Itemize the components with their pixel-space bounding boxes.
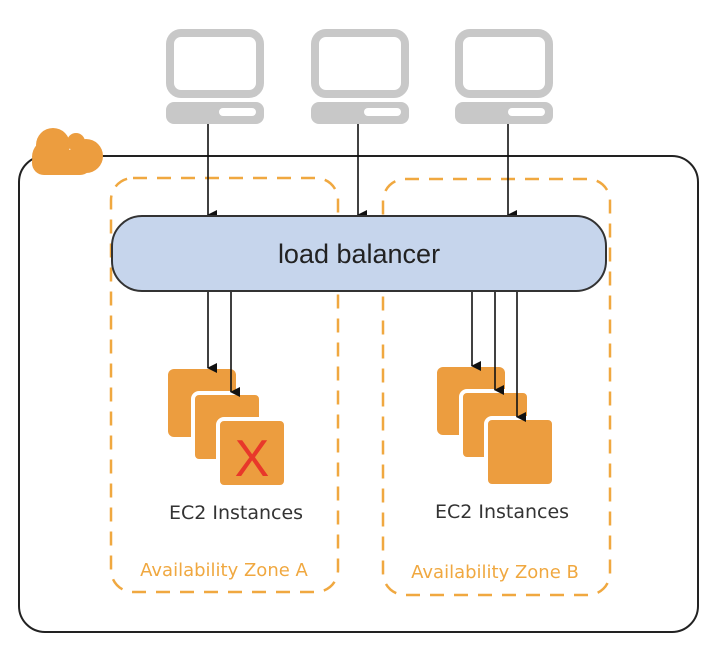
ec2-instance-icon: [484, 416, 556, 488]
load-balancer-label: load balancer: [278, 239, 440, 269]
zone-b-ec2-instances: [437, 367, 556, 488]
monitor-icon: [311, 29, 409, 98]
load-balancer: [111, 215, 607, 292]
cloud-icon: [32, 128, 103, 175]
monitor-icon: [455, 29, 553, 98]
computer-base-icon: [455, 102, 553, 124]
client-computer-3: [455, 29, 553, 124]
drive-slot: [364, 108, 401, 116]
zone-b-ec2-label: EC2 Instances: [435, 501, 569, 523]
computer-base-icon: [166, 102, 264, 124]
ec2-instance-failed-icon: [216, 417, 288, 489]
client-computer-2: [311, 29, 409, 124]
zone-a-ec2-label: EC2 Instances: [169, 502, 303, 524]
client-computer-1: [166, 29, 264, 124]
failure-x-icon: X: [235, 430, 270, 488]
zone-a-ec2-instances: X: [168, 369, 288, 489]
drive-slot: [219, 108, 256, 116]
monitor-icon: [166, 29, 264, 98]
computer-base-icon: [311, 102, 409, 124]
zone-b-label: Availability Zone B: [411, 562, 579, 583]
zone-a-label: Availability Zone A: [140, 560, 308, 581]
drive-slot: [508, 108, 545, 116]
